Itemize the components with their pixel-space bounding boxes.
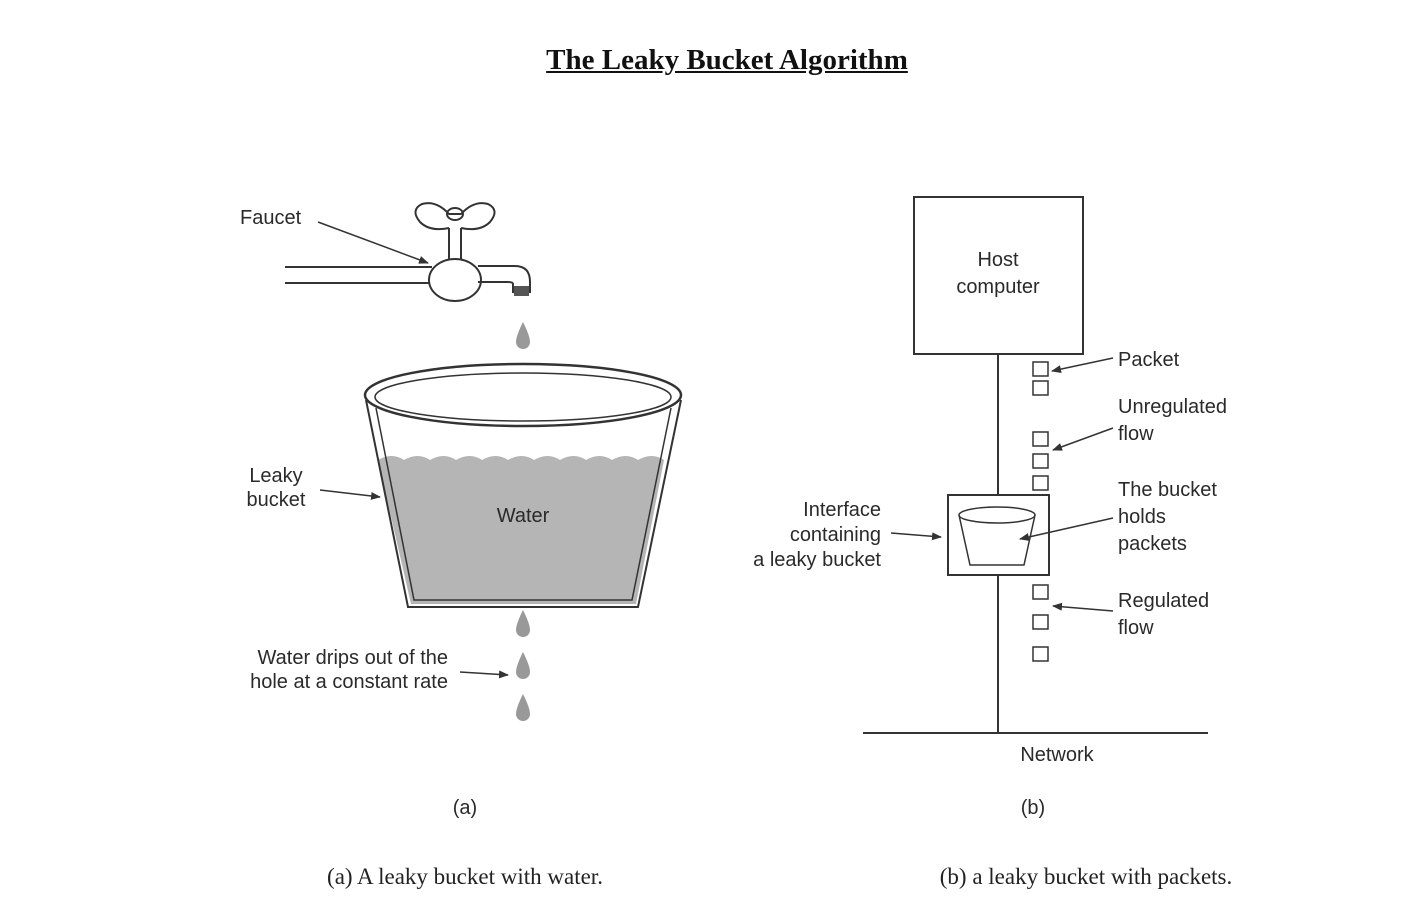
unregulated-arrow xyxy=(1052,427,1114,451)
panel-b-label: (b) xyxy=(1021,797,1045,819)
unregulated-label-line2: flow xyxy=(1118,423,1154,445)
drips-arrow xyxy=(459,670,509,679)
regulated-packets xyxy=(1032,584,1049,662)
holds-label-line3: packets xyxy=(1118,533,1187,555)
leaky-bucket-arrow xyxy=(319,489,381,500)
packet-icon xyxy=(1032,584,1049,600)
packet-label: Packet xyxy=(1118,349,1180,371)
interface-label-line2: containing xyxy=(790,524,881,546)
packet-icon xyxy=(1032,361,1049,377)
host-computer-box xyxy=(913,196,1084,355)
drips-label-line2: hole at a constant rate xyxy=(250,671,448,693)
water-drop-icon xyxy=(516,652,530,679)
leaky-bucket-icon xyxy=(363,362,683,608)
packet-icon xyxy=(1032,431,1049,447)
packet-icon xyxy=(1032,475,1049,491)
leaky-bucket-label-line1: Leaky xyxy=(249,465,302,487)
drips-label-line1: Water drips out of the xyxy=(258,647,448,669)
packet-arrow xyxy=(1051,357,1114,374)
water-drop-icon xyxy=(516,694,530,721)
water-drop-icon xyxy=(516,322,530,349)
faucet-label: Faucet xyxy=(240,207,302,229)
caption-a: (a) A leaky bucket with water. xyxy=(327,864,603,889)
regulated-label-line1: Regulated xyxy=(1118,590,1209,612)
figure-a: Faucet Leaky bucket Water Water drips ou… xyxy=(240,202,683,889)
interface-box xyxy=(947,494,1050,576)
unregulated-packets xyxy=(1032,361,1049,491)
host-label-line2: computer xyxy=(956,276,1040,298)
leaky-bucket-label-line2: bucket xyxy=(247,489,306,511)
packet-icon xyxy=(1032,614,1049,630)
holds-label-line2: holds xyxy=(1118,506,1166,528)
caption-b: (b) a leaky bucket with packets. xyxy=(940,864,1233,889)
water-label: Water xyxy=(497,505,550,527)
faucet-icon xyxy=(285,202,531,302)
regulated-arrow xyxy=(1052,602,1114,612)
water-drop-icon xyxy=(516,610,530,637)
interface-label-line3: a leaky bucket xyxy=(753,549,881,571)
page-title: The Leaky Bucket Algorithm xyxy=(546,44,908,76)
unregulated-label-line1: Unregulated xyxy=(1118,396,1227,418)
regulated-label-line2: flow xyxy=(1118,617,1154,639)
packet-icon xyxy=(1032,646,1049,662)
host-label-line1: Host xyxy=(977,249,1019,271)
holds-label-line1: The bucket xyxy=(1118,479,1217,501)
panel-a-label: (a) xyxy=(453,797,477,819)
interface-arrow xyxy=(890,532,942,541)
figure-b: Host computer Network Packet xyxy=(753,196,1233,889)
packet-icon xyxy=(1032,380,1049,396)
packet-icon xyxy=(1032,453,1049,469)
holds-arrow xyxy=(1019,517,1114,541)
faucet-arrow xyxy=(317,221,429,264)
network-label: Network xyxy=(1020,744,1094,766)
interface-label-line1: Interface xyxy=(803,499,881,521)
